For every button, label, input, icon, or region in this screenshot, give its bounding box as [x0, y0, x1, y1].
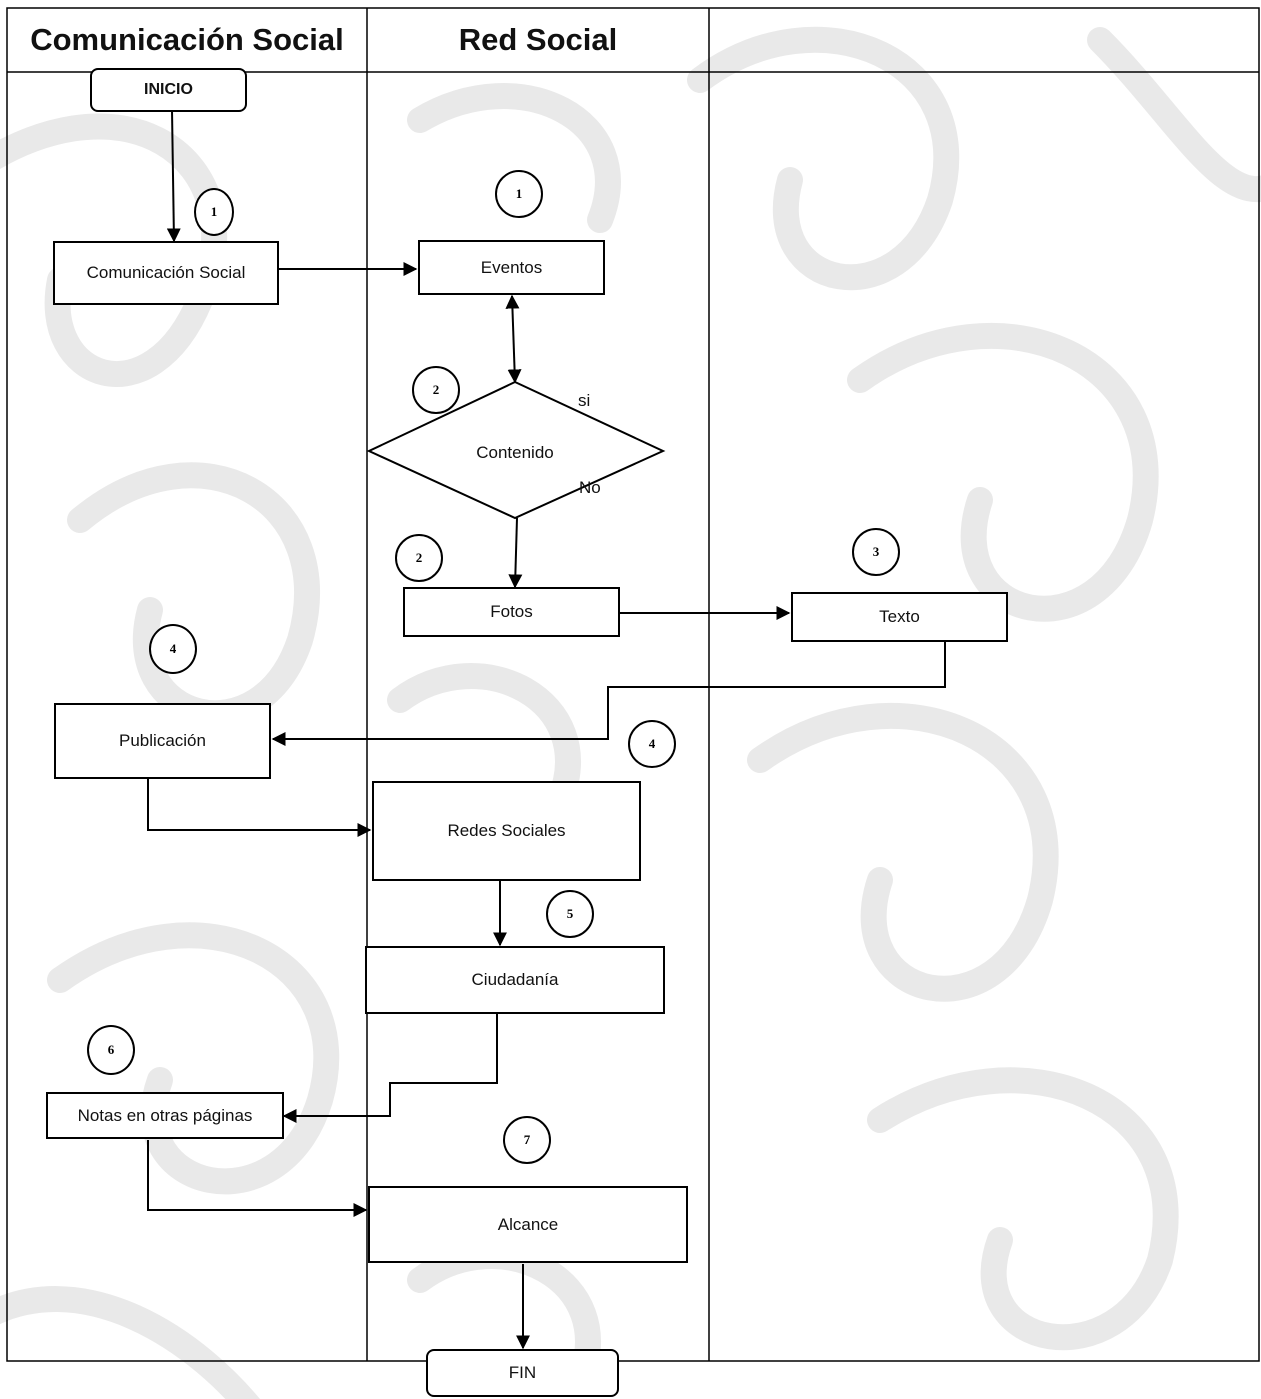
edge-label-no: No — [579, 478, 601, 498]
lane-header-third — [709, 8, 1259, 72]
step-circle: 7 — [503, 1116, 551, 1164]
edge-notas-alcance — [148, 1140, 366, 1210]
step-circle: 6 — [87, 1025, 135, 1075]
step-circle: 4 — [149, 624, 197, 674]
step-circle: 1 — [495, 170, 543, 218]
edge-publicacion-redes — [148, 779, 370, 830]
process-eventos: Eventos — [418, 240, 605, 295]
process-redes-sociales: Redes Sociales — [372, 781, 641, 881]
decision-contenido-label: Contenido — [445, 443, 585, 463]
end-terminal: FIN — [426, 1349, 619, 1397]
process-fotos: Fotos — [403, 587, 620, 637]
lane-header-comunicacion-social: Comunicación Social — [7, 8, 367, 72]
edge-texto-publicacion — [273, 642, 945, 739]
edge-inicio-comunicacion — [172, 110, 174, 241]
step-circle: 1 — [194, 188, 234, 236]
edge-label-si: si — [578, 391, 590, 411]
process-comunicacion-social: Comunicación Social — [53, 241, 279, 305]
lane-header-red-social: Red Social — [367, 8, 709, 72]
process-texto: Texto — [791, 592, 1008, 642]
step-circle: 4 — [628, 720, 676, 768]
step-circle: 5 — [546, 890, 594, 938]
process-publicacion: Publicación — [54, 703, 271, 779]
step-circle: 2 — [395, 534, 443, 582]
edge-ciudadania-notas — [284, 1014, 497, 1116]
step-circle: 2 — [412, 366, 460, 414]
edge-contenido-fotos — [515, 518, 517, 587]
process-ciudadania: Ciudadanía — [365, 946, 665, 1014]
step-circle: 3 — [852, 528, 900, 576]
start-terminal: INICIO — [90, 68, 247, 112]
process-notas: Notas en otras páginas — [46, 1092, 284, 1139]
edge-eventos-contenido — [512, 296, 515, 382]
process-alcance: Alcance — [368, 1186, 688, 1263]
